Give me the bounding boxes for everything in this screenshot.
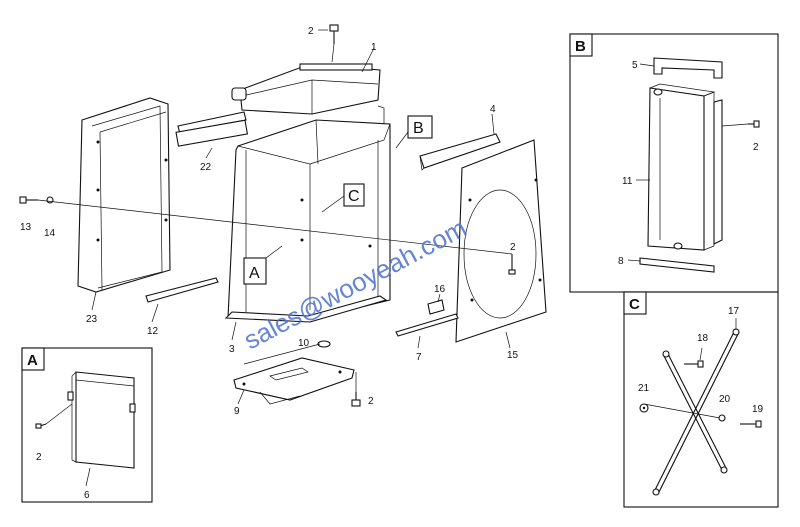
part-12-bottom-strip — [145, 277, 219, 303]
detail-c-label-17: 17 — [728, 306, 740, 317]
part-3-main-frame — [224, 105, 391, 341]
part-15-fan-shroud — [455, 139, 547, 343]
label-part-7: 7 — [416, 352, 422, 363]
part-2-top-bolt — [318, 24, 339, 44]
label-part-3: 3 — [229, 344, 235, 355]
label-part-9: 9 — [234, 406, 240, 417]
detail-b-label-5: 5 — [632, 60, 638, 71]
label-part-1: 1 — [371, 42, 377, 53]
label-part-23: 23 — [86, 314, 98, 325]
detail-box-b: B 5 11 2 8 — [569, 33, 779, 293]
detail-a-label-6: 6 — [84, 490, 90, 501]
label-part-2-bottom: 2 — [368, 396, 374, 407]
part-13-bolt — [19, 196, 38, 204]
detail-c-label-21: 21 — [638, 383, 650, 394]
part-16-foam-block — [427, 299, 445, 315]
detail-c-label-19: 19 — [752, 404, 764, 415]
part-4-foam-strip — [419, 133, 501, 169]
label-part-2-top: 2 — [308, 26, 314, 37]
part-7-rubber-strip — [395, 313, 459, 337]
part-2-right-bolt — [508, 254, 516, 275]
detail-box-b-letter: B — [575, 38, 586, 55]
callout-c: C — [348, 188, 360, 205]
label-part-2-right: 2 — [510, 242, 516, 253]
detail-box-a-letter: A — [27, 352, 38, 369]
detail-b-label-2: 2 — [753, 142, 759, 153]
callout-a: A — [249, 265, 260, 282]
part-9-bottom-plate — [233, 357, 355, 405]
detail-a-label-2: 2 — [36, 452, 42, 463]
detail-box-c: C 17 18 21 20 19 — [623, 291, 779, 508]
label-part-10: 10 — [298, 338, 310, 349]
detail-b-label-11: 11 — [622, 176, 633, 187]
detail-box-a: A 2 6 — [21, 347, 153, 503]
detail-b-label-8: 8 — [618, 256, 624, 267]
part-23-side-shroud — [77, 97, 171, 293]
label-part-22: 22 — [200, 162, 212, 173]
detail-c-label-20: 20 — [719, 394, 731, 405]
label-part-13: 13 — [20, 222, 32, 233]
detail-c-label-18: 18 — [697, 333, 709, 344]
label-part-12: 12 — [147, 326, 159, 337]
label-part-14: 14 — [44, 228, 56, 239]
label-part-4: 4 — [490, 104, 496, 115]
part-10-ring — [317, 340, 331, 348]
part-2-bottom-bolt — [351, 392, 361, 407]
label-part-16: 16 — [434, 284, 446, 295]
detail-box-c-letter: C — [629, 296, 640, 313]
part-14-washer — [46, 196, 54, 204]
part-1-top-cooler — [231, 63, 381, 115]
label-part-15: 15 — [507, 350, 519, 361]
callout-b: B — [413, 120, 424, 137]
